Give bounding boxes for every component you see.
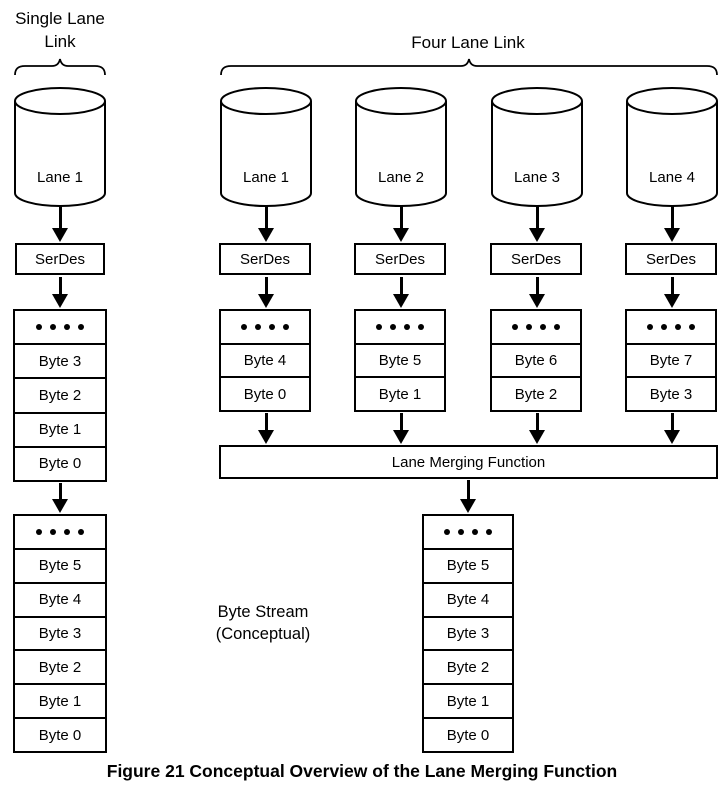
arrow-down-icon <box>258 277 274 308</box>
byte-cell: Byte 3 <box>627 376 715 410</box>
merged-byte-stream-stack: Byte 5 Byte 4 Byte 3 Byte 2 Byte 1 Byte … <box>422 514 514 753</box>
arrow-down-icon <box>52 206 68 242</box>
arrow-down-icon <box>393 277 409 308</box>
cylinder-shape <box>355 87 447 207</box>
byte-cell: Byte 1 <box>15 683 105 717</box>
four-lane-serdes-box-1: SerDes <box>219 243 311 275</box>
byte-cell: Byte 1 <box>15 411 105 446</box>
four-lane-cylinder-3: Lane 3 <box>490 85 584 209</box>
byte-cell: Byte 5 <box>15 547 105 582</box>
ellipsis-dots-row <box>15 311 105 343</box>
serdes-label: SerDes <box>239 250 291 268</box>
byte-cell: Byte 2 <box>492 376 580 410</box>
four-lane-cylinder-3-label: Lane 3 <box>514 169 560 186</box>
four-lane-byte-stack-3: Byte 6 Byte 2 <box>490 309 582 412</box>
byte-cell: Byte 7 <box>627 342 715 377</box>
arrow-down-icon <box>258 206 274 242</box>
byte-cell: Byte 5 <box>356 342 444 377</box>
four-lane-byte-stack-1: Byte 4 Byte 0 <box>219 309 311 412</box>
arrow-down-icon <box>52 483 68 513</box>
single-lane-byte-stream-stack: Byte 5 Byte 4 Byte 3 Byte 2 Byte 1 Byte … <box>13 514 107 753</box>
arrow-down-icon <box>393 206 409 242</box>
single-lane-link-label-line2: Link <box>44 32 76 51</box>
arrow-down-icon <box>664 413 680 444</box>
byte-cell: Byte 5 <box>424 547 512 582</box>
four-lane-byte-stack-4: Byte 7 Byte 3 <box>625 309 717 412</box>
lane-merging-function-box: Lane Merging Function <box>219 445 718 479</box>
arrow-down-icon <box>664 277 680 308</box>
arrow-down-icon <box>529 413 545 444</box>
four-lane-cylinder-4: Lane 4 <box>625 85 719 209</box>
byte-cell: Byte 1 <box>356 376 444 410</box>
ellipsis-dots-icon <box>376 323 424 330</box>
serdes-label: SerDes <box>34 250 86 268</box>
single-lane-brace <box>13 57 107 77</box>
four-lane-serdes-box-2: SerDes <box>354 243 446 275</box>
byte-cell: Byte 3 <box>15 615 105 650</box>
lane-merging-function-label: Lane Merging Function <box>391 453 546 471</box>
byte-cell: Byte 6 <box>492 342 580 377</box>
cylinder-shape <box>491 87 583 207</box>
byte-stream-note-line1: Byte Stream <box>217 603 309 621</box>
byte-cell: Byte 2 <box>15 377 105 411</box>
arrow-down-icon <box>460 480 476 513</box>
serdes-label: SerDes <box>374 250 426 268</box>
byte-cell: Byte 0 <box>15 445 105 480</box>
ellipsis-dots-row <box>221 311 309 343</box>
byte-cell: Byte 2 <box>424 649 512 683</box>
serdes-label: SerDes <box>510 250 562 268</box>
arrow-down-icon <box>664 206 680 242</box>
ellipsis-dots-row <box>424 516 512 548</box>
arrow-down-icon <box>529 277 545 308</box>
byte-cell: Byte 3 <box>424 615 512 650</box>
byte-cell: Byte 4 <box>424 581 512 616</box>
ellipsis-dots-row <box>356 311 444 343</box>
four-lane-link-label: Four Lane Link <box>368 31 568 54</box>
four-lane-brace <box>219 57 719 77</box>
byte-cell: Byte 0 <box>424 717 512 751</box>
byte-cell: Byte 4 <box>15 581 105 616</box>
ellipsis-dots-icon <box>241 323 289 330</box>
ellipsis-dots-row <box>15 516 105 548</box>
ellipsis-dots-row <box>627 311 715 343</box>
cylinder-shape <box>626 87 718 207</box>
byte-cell: Byte 2 <box>15 649 105 683</box>
four-lane-cylinder-1: Lane 1 <box>219 85 313 209</box>
ellipsis-dots-icon <box>647 323 695 330</box>
single-lane-byte-stack: Byte 3 Byte 2 Byte 1 Byte 0 <box>13 309 107 482</box>
cylinder-shape <box>220 87 312 207</box>
serdes-label: SerDes <box>645 250 697 268</box>
arrow-down-icon <box>393 413 409 444</box>
arrow-down-icon <box>52 277 68 308</box>
byte-cell: Byte 1 <box>424 683 512 717</box>
cylinder-shape <box>14 87 106 207</box>
four-lane-cylinder-1-label: Lane 1 <box>243 169 289 186</box>
four-lane-byte-stack-2: Byte 5 Byte 1 <box>354 309 446 412</box>
single-lane-serdes-box: SerDes <box>15 243 105 275</box>
byte-cell: Byte 0 <box>15 717 105 751</box>
single-lane-link-label: Single Lane Link <box>5 7 115 53</box>
figure-caption: Figure 21 Conceptual Overview of the Lan… <box>106 761 618 781</box>
ellipsis-dots-icon <box>36 324 84 331</box>
ellipsis-dots-icon <box>444 528 492 535</box>
four-lane-cylinder-2: Lane 2 <box>354 85 448 209</box>
arrow-down-icon <box>258 413 274 444</box>
byte-cell: Byte 3 <box>15 343 105 377</box>
ellipsis-dots-icon <box>512 323 560 330</box>
four-lane-cylinder-2-label: Lane 2 <box>378 169 424 186</box>
four-lane-serdes-box-4: SerDes <box>625 243 717 275</box>
four-lane-link-label-text: Four Lane Link <box>411 33 525 52</box>
byte-stream-note: Byte Stream (Conceptual) <box>168 601 358 645</box>
byte-stream-note-line2: (Conceptual) <box>215 625 311 643</box>
four-lane-cylinder-4-label: Lane 4 <box>649 169 695 186</box>
single-lane-link-label-line1: Single Lane <box>15 9 105 28</box>
single-lane-cylinder-label: Lane 1 <box>37 169 83 186</box>
four-lane-serdes-box-3: SerDes <box>490 243 582 275</box>
ellipsis-dots-row <box>492 311 580 343</box>
single-lane-cylinder: Lane 1 <box>13 85 107 209</box>
byte-cell: Byte 4 <box>221 342 309 377</box>
arrow-down-icon <box>529 206 545 242</box>
byte-cell: Byte 0 <box>221 376 309 410</box>
ellipsis-dots-icon <box>36 528 84 535</box>
